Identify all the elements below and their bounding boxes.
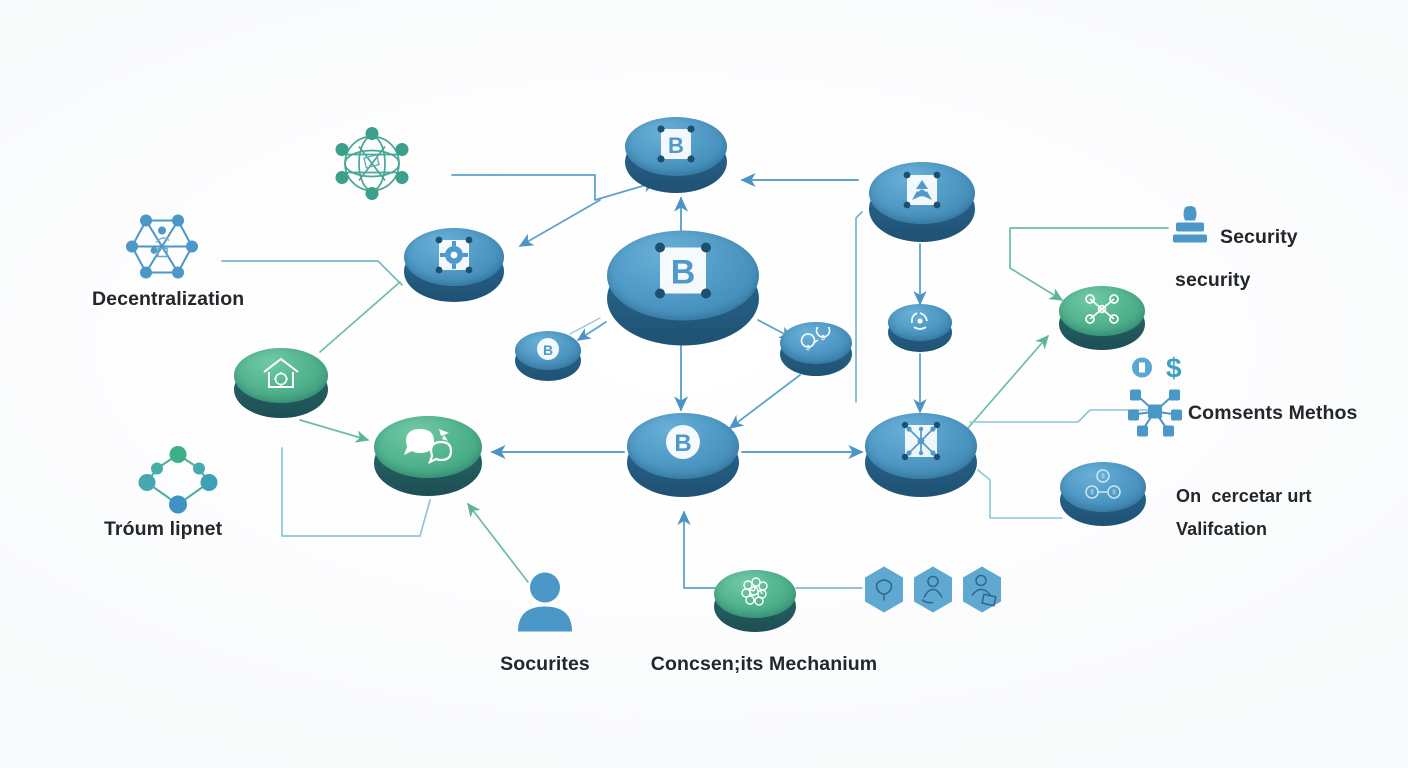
svg-text:B: B	[543, 342, 553, 358]
network-square-icon	[895, 420, 947, 466]
brain-cluster-icon	[735, 575, 775, 609]
node-cluster-icon	[1126, 385, 1184, 444]
node-recycle-right[interactable]	[869, 162, 975, 242]
svg-text:B: B	[674, 430, 691, 457]
label-securities: Socurites	[500, 653, 590, 675]
node-gear-left[interactable]	[404, 228, 504, 302]
link-pair-icon: $ $	[798, 327, 834, 355]
edge-home-chat	[299, 419, 370, 443]
coin-dollar-icon: $	[1130, 350, 1186, 389]
svg-text:$: $	[1166, 353, 1182, 384]
bitcoin-square-large-icon: B	[647, 240, 719, 304]
edge-decentral-home	[319, 281, 401, 353]
network-round-icon	[1081, 291, 1123, 327]
svg-text:$: $	[1101, 474, 1105, 480]
node-bitcoin-lower[interactable]: B	[627, 413, 739, 497]
edge-recycleright-lowerleft	[855, 211, 863, 403]
node-network-right[interactable]	[865, 413, 977, 497]
person-icon	[514, 570, 576, 641]
hex-badge-person	[912, 566, 954, 619]
stamp-icon	[1172, 205, 1208, 252]
node-bitcoin-top[interactable]: B	[625, 117, 727, 193]
svg-text:$: $	[1090, 490, 1094, 496]
label-decentralization: Decentralization	[92, 288, 245, 310]
label-consensus-mechanism: Concsen;its Mechanium	[650, 653, 878, 675]
globe-network-icon	[329, 121, 415, 212]
node-recycle-small[interactable]	[888, 304, 952, 352]
node-bitcoin-small-left[interactable]: B	[515, 331, 581, 381]
svg-text:B: B	[671, 254, 696, 292]
node-link-small-right[interactable]: $ $	[780, 322, 852, 376]
edge-networkright-trio	[977, 469, 1063, 519]
hex-badge-profile	[961, 566, 1003, 619]
bitcoin-circle-small-icon: B	[534, 335, 562, 363]
svg-text:B: B	[668, 133, 684, 158]
label-security-sub: security	[1175, 269, 1251, 291]
svg-text:$: $	[821, 335, 825, 342]
edge-networkright-greennode	[967, 334, 1049, 429]
decentralization-icon	[120, 205, 204, 294]
svg-text:$: $	[1112, 490, 1116, 496]
trio-nodes-icon: $ $ $	[1081, 467, 1125, 503]
chat-bubbles-icon	[400, 423, 456, 467]
label-consents-methods: Comsents Methos	[1188, 402, 1358, 424]
home-gear-icon	[258, 353, 304, 393]
label-trustless-network: Tróum lipnet	[104, 518, 223, 540]
label-security-title: Security	[1220, 226, 1298, 248]
node-trio-small[interactable]: $ $ $	[1060, 462, 1146, 526]
recycle-square-icon	[898, 170, 946, 212]
edge-center-smallleft	[576, 321, 607, 341]
label-validation-line1: On cercetar urt	[1176, 486, 1312, 506]
edge-bitcointop-gear	[518, 199, 601, 247]
label-validation-line2: Valifcation	[1176, 519, 1268, 539]
node-brain-green[interactable]	[714, 570, 796, 632]
gear-square-icon	[432, 235, 476, 275]
svg-text:$: $	[806, 345, 810, 352]
node-bitcoin-center[interactable]: B	[607, 230, 759, 346]
edge-smallright-lower	[728, 374, 801, 429]
node-home-green[interactable]	[234, 348, 328, 418]
edge-decentralization-gear	[221, 260, 403, 286]
hex-badge-shield	[863, 566, 905, 619]
bitcoin-circle-icon: B	[659, 420, 707, 466]
bitcoin-square-icon: B	[653, 124, 699, 164]
trustless-network-icon	[135, 445, 221, 526]
node-chat-green[interactable]	[374, 416, 482, 496]
edge-brain-lower	[677, 510, 717, 589]
node-network-green[interactable]	[1059, 286, 1145, 350]
recycle-round-icon	[906, 308, 934, 334]
